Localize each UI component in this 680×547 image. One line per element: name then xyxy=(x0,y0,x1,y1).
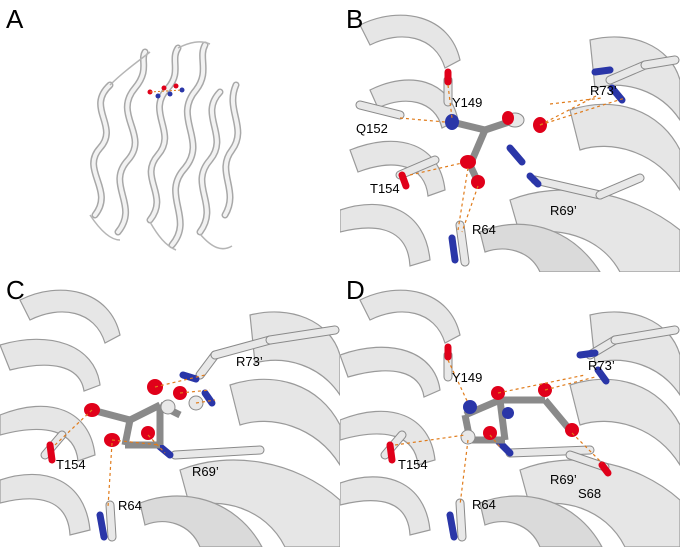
helix-ribbons-c xyxy=(0,289,340,547)
ligand-overview xyxy=(147,83,185,99)
ligand-c xyxy=(84,379,204,449)
label-r64: R64 xyxy=(472,497,496,512)
helix-ribbons-d xyxy=(340,289,680,547)
label-r69: R69’ xyxy=(192,464,219,479)
label-r73: R73’ xyxy=(588,358,615,373)
helix-ribbons-b xyxy=(340,14,680,272)
label-r73: R73’ xyxy=(590,83,617,98)
label-r69: R69’ xyxy=(550,203,577,218)
hbonds-d xyxy=(394,359,603,506)
label-y149: Y149 xyxy=(452,370,483,385)
panel-letter-b: B xyxy=(346,4,364,34)
binding-site-d xyxy=(340,289,680,547)
panel-letter-d: D xyxy=(346,275,365,305)
label-r64: R64 xyxy=(118,498,142,513)
label-r69: R69’ xyxy=(550,472,577,487)
label-t154: T154 xyxy=(56,457,86,472)
label-y149: Y149 xyxy=(452,95,483,110)
label-t154: T154 xyxy=(370,181,400,196)
panel-b: B Y149 R73’ Q152 T154 R69’ R64 xyxy=(340,0,680,272)
hbonds-b xyxy=(399,84,626,233)
label-r64: R64 xyxy=(472,222,496,237)
panel-a: A xyxy=(0,0,340,272)
panel-letter-c: C xyxy=(6,275,25,305)
panel-letter-a: A xyxy=(6,4,24,34)
label-r73: R73’ xyxy=(236,354,263,369)
binding-site-c xyxy=(0,289,340,547)
residue-sticks-d xyxy=(380,325,680,542)
membrane-protein-overview xyxy=(89,41,242,251)
panel-d: D Y149 R73’ T154 R69’ S68 R64 xyxy=(340,275,680,547)
label-q152: Q152 xyxy=(356,121,388,136)
residue-sticks-c xyxy=(40,325,340,542)
ligand-b xyxy=(445,111,547,189)
ligand-d xyxy=(460,383,579,445)
label-t154: T154 xyxy=(398,457,428,472)
residue-sticks-b xyxy=(355,55,680,267)
hbonds-c xyxy=(54,374,216,508)
panel-c: C R73’ T154 R69’ R64 xyxy=(0,275,340,547)
binding-site-b xyxy=(340,14,680,272)
label-s68: S68 xyxy=(578,486,602,501)
